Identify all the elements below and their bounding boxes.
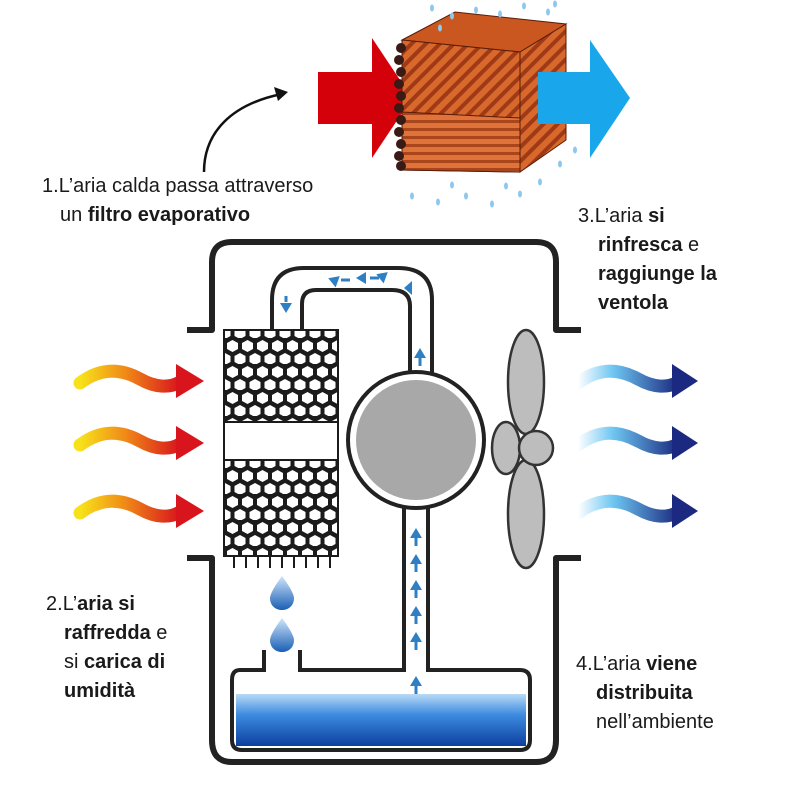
caption-bold: raffredda [64, 622, 151, 644]
evaporative-pad-icon [394, 0, 577, 208]
cold-air-outlet-arrows [571, 364, 698, 528]
caption-bold: raggiunge la [598, 263, 717, 285]
caption-step-2: 2.L’aria si raffredda e si carica di umi… [46, 590, 216, 706]
water-drop-icon [270, 576, 294, 610]
cooler-housing [187, 239, 581, 765]
caption-text: L’aria [592, 653, 647, 675]
pump-icon [346, 370, 486, 510]
caption-step-1: 1.L’aria calda passa attraverso un filtr… [42, 172, 402, 230]
fan-icon [490, 328, 555, 570]
hot-wave-arrow-icon [73, 494, 204, 528]
cold-wave-arrow-icon [571, 364, 698, 398]
caption-bold: rinfresca [598, 234, 683, 256]
hot-wave-arrow-icon [73, 364, 204, 398]
caption-bold: filtro evaporativo [87, 204, 251, 226]
caption-text: nell’ambiente [596, 711, 714, 733]
caption-text: L’aria calda passa attraverso [58, 175, 314, 197]
caption-text: L’aria [594, 205, 649, 227]
caption-bold: umidità [64, 680, 136, 702]
flow-arrows [280, 272, 426, 694]
caption-step-3: 3.L’aria si rinfresca e raggiunge la ven… [578, 202, 778, 318]
cold-air-arrow-icon [538, 40, 630, 158]
cold-wave-arrow-icon [571, 426, 698, 460]
caption-text: e [682, 234, 700, 256]
step-number: 2. [46, 593, 63, 615]
caption-text: si [64, 651, 84, 673]
caption-bold: viene [646, 653, 698, 675]
caption-bold: aria si [77, 593, 135, 615]
caption-step-4: 4.L’aria viene distribuita nell’ambiente [576, 650, 786, 737]
water-tank [230, 650, 532, 752]
caption-text: e [150, 622, 168, 644]
caption-bold: carica di [84, 651, 166, 673]
step-number: 1. [42, 175, 59, 197]
cold-wave-arrow-icon [571, 494, 698, 528]
step-number: 4. [576, 653, 593, 675]
caption-text: un [60, 204, 88, 226]
pointer-arrow-icon [202, 87, 288, 173]
step-number: 3. [578, 205, 595, 227]
caption-text: L’ [62, 593, 78, 615]
caption-bold: si [648, 205, 665, 227]
caption-bold: distribuita [596, 682, 693, 704]
water-pipe [270, 266, 434, 672]
honeycomb-filter [223, 329, 339, 568]
hot-air-arrow-icon [318, 38, 412, 158]
hot-air-inlet-arrows [73, 364, 204, 528]
caption-bold: ventola [598, 292, 669, 314]
water-drop-icon [270, 618, 294, 652]
hot-wave-arrow-icon [73, 426, 204, 460]
